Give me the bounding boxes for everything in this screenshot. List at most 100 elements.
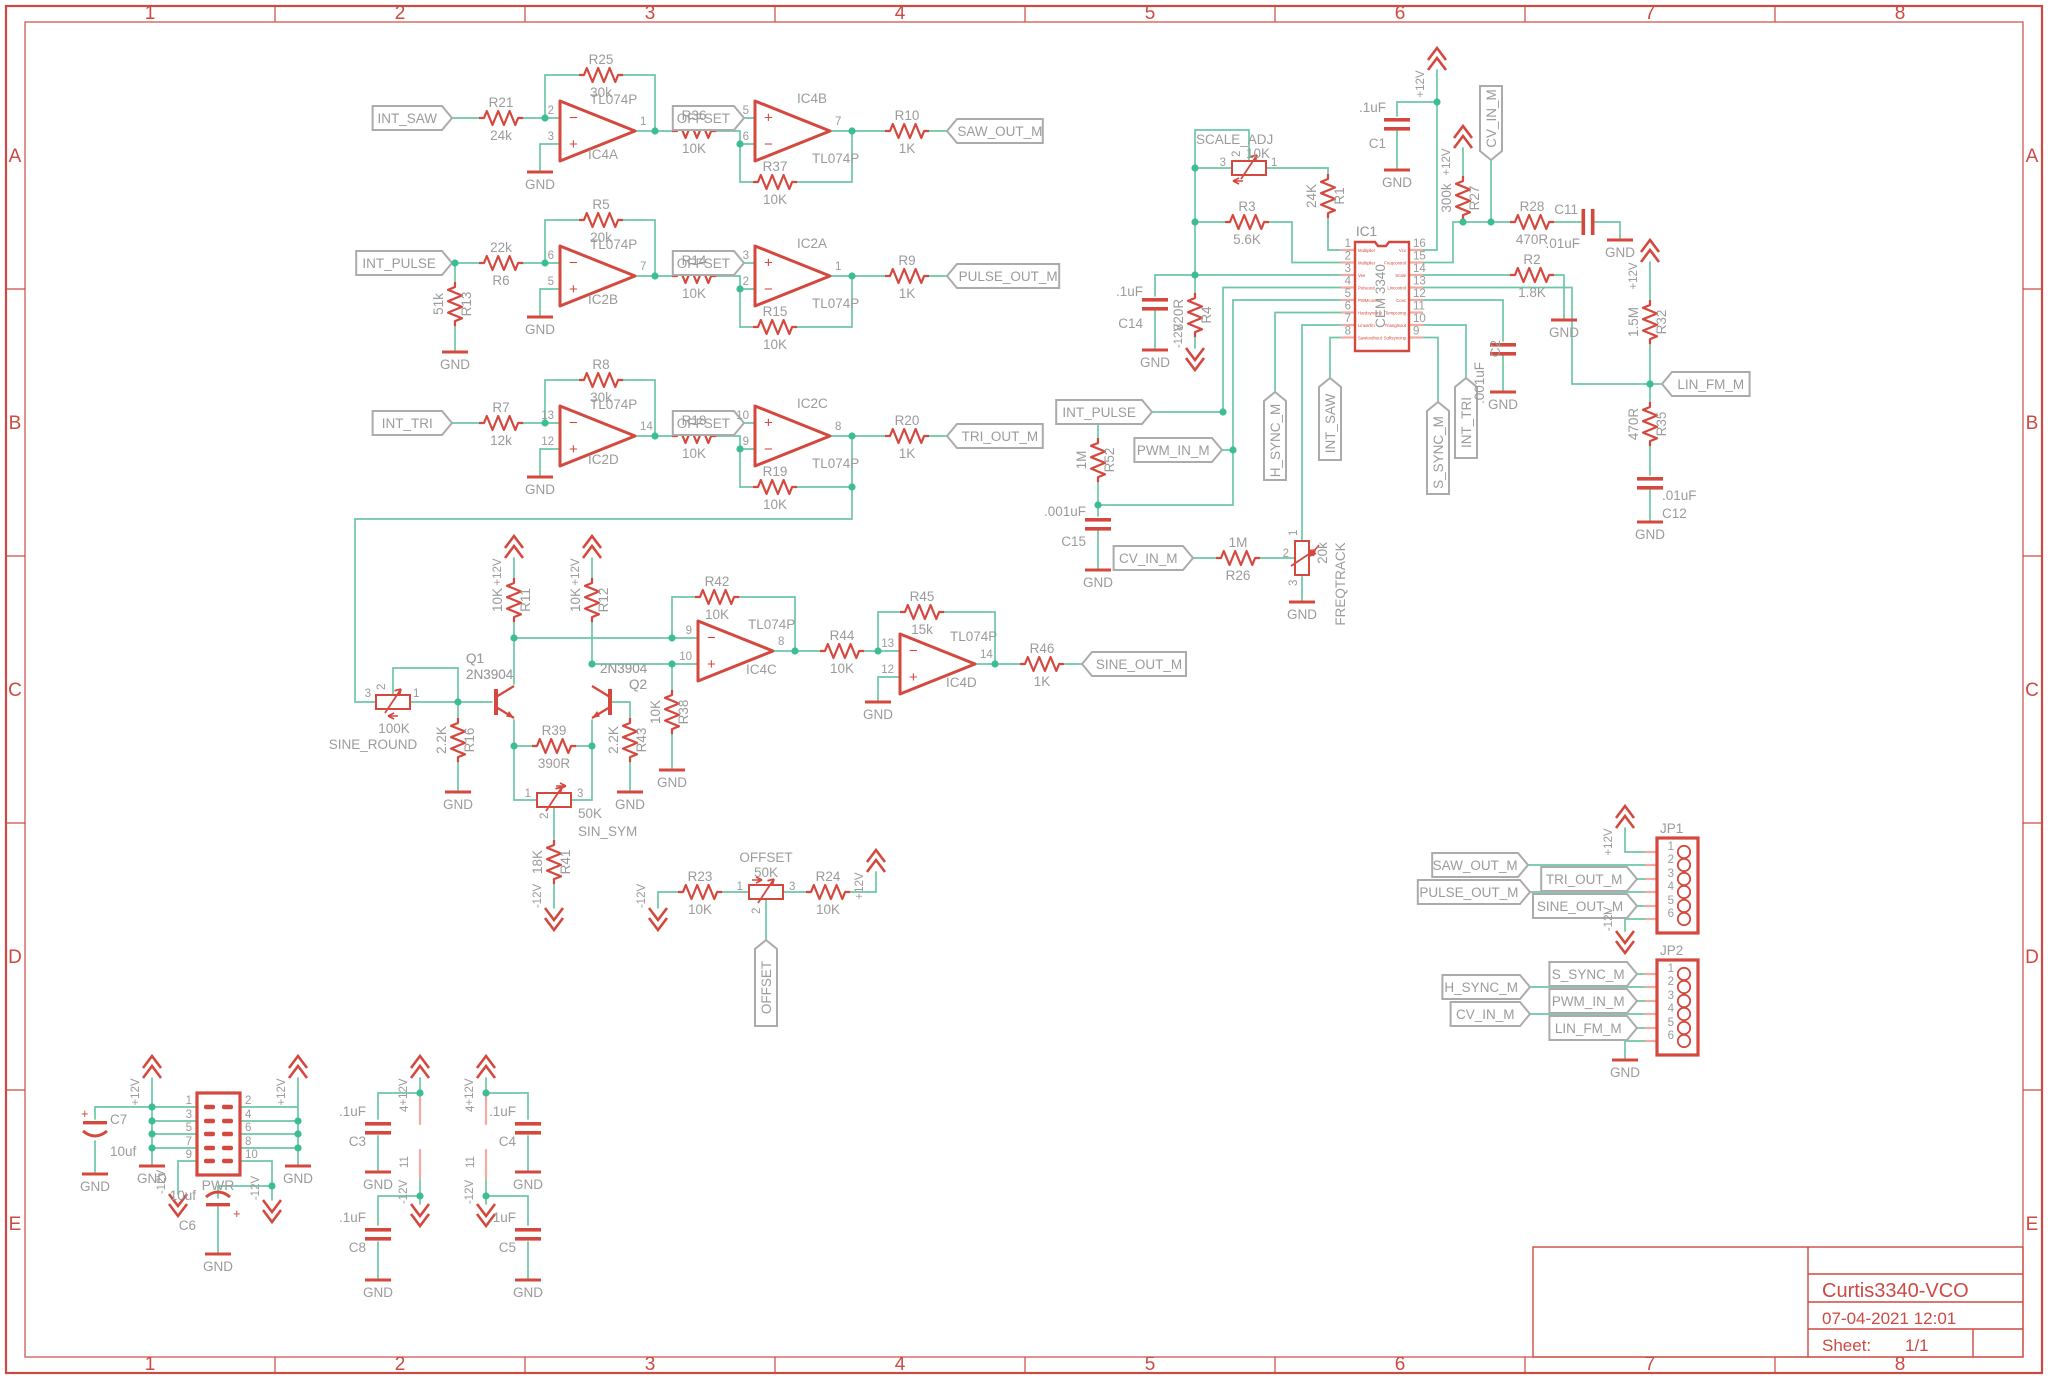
label: IC2C: [797, 396, 828, 411]
net-flag-OFFSET: [671, 410, 746, 436]
label: .1uF: [489, 1104, 516, 1119]
label: R38: [676, 700, 691, 725]
label: 7: [640, 261, 646, 273]
svg-text:+: +: [909, 669, 918, 686]
supply-minus12v: [167, 1193, 189, 1219]
wire: [1624, 918, 1658, 932]
label: OFFSET: [677, 416, 730, 431]
wire: [544, 379, 580, 424]
junction-dot: [668, 634, 676, 642]
wire: [354, 486, 853, 703]
label: 10K: [688, 902, 712, 917]
net-flag-CV_IN_M: [1449, 1001, 1532, 1027]
label: -12V: [1173, 324, 1185, 349]
label: 3: [186, 1109, 192, 1121]
junction-dot: [848, 127, 856, 135]
wire: [1232, 299, 1342, 451]
capacitor-C15: [1085, 518, 1111, 531]
wire: [1097, 449, 1234, 506]
opamp-IC2B: −+: [558, 244, 637, 308]
net-flag-CV_IN_M: [1112, 545, 1195, 571]
label: 1: [525, 788, 531, 800]
resistor-R4: [1186, 293, 1204, 338]
svg-text:7: 7: [1645, 3, 1656, 24]
label: R13: [459, 292, 474, 317]
supply-plus12v: [287, 1053, 309, 1079]
label: TL074P: [748, 617, 795, 632]
junction-dot: [416, 1192, 424, 1200]
label: IC2A: [797, 236, 827, 251]
junction-dot: [991, 660, 999, 668]
wire: [1194, 129, 1250, 169]
wire: [738, 596, 796, 652]
label: 390R: [538, 756, 571, 771]
svg-text:−: −: [569, 110, 578, 127]
label: OFFSET: [677, 111, 730, 126]
junction-dot: [588, 742, 596, 750]
label: +12V: [276, 1078, 288, 1106]
supply-minus12v: [1614, 930, 1636, 956]
title-block-title: Curtis3340-VCO: [1822, 1280, 1969, 1302]
label: 2: [548, 105, 554, 117]
label: 4: [1345, 276, 1352, 288]
capacitor-C8: [365, 1228, 391, 1241]
resistor-R46: [1020, 655, 1065, 673]
label: 12: [881, 664, 894, 676]
net-flag-TRI_OUT_M: [1540, 866, 1639, 892]
junction-dot: [736, 285, 744, 293]
label: S_SYNC_M: [1552, 967, 1625, 982]
junction-dot: [268, 1182, 276, 1190]
label: C1: [1369, 136, 1386, 151]
svg-text:E: E: [2026, 1214, 2039, 1235]
label: IC4A: [588, 147, 618, 162]
label: R42: [705, 574, 730, 589]
label: 2: [751, 908, 763, 914]
label: 3: [743, 250, 749, 262]
label: 10: [736, 410, 749, 422]
label: 3: [365, 688, 371, 700]
capacitor-C4: [515, 1122, 541, 1135]
label: R7: [492, 400, 509, 415]
label: 2N3904: [600, 661, 648, 676]
svg-text:B: B: [2026, 413, 2039, 434]
label: .1uF: [339, 1210, 366, 1225]
label: R35: [1654, 412, 1669, 437]
label: INT_SAW: [378, 111, 438, 126]
label: 14: [1413, 263, 1426, 275]
label: +12V: [1603, 828, 1615, 856]
wire: [1422, 69, 1438, 251]
label: GND: [1605, 245, 1635, 260]
label: R11: [518, 588, 533, 612]
label: 6: [1668, 1030, 1674, 1042]
label: C2: [1488, 340, 1503, 357]
wire: [544, 219, 580, 264]
label: 50K: [578, 806, 602, 821]
label: TL074P: [812, 296, 859, 311]
label: R52: [1102, 448, 1117, 473]
label: 22k: [490, 240, 512, 255]
label: INT_TRI: [382, 416, 433, 431]
svg-text:7: 7: [1645, 1354, 1656, 1375]
resistor-R28: [1510, 213, 1555, 231]
label: R8: [592, 357, 609, 372]
svg-text:6: 6: [1395, 3, 1406, 24]
label: 3: [548, 131, 554, 143]
label: TRI_OUT_M: [962, 429, 1039, 444]
svg-text:4: 4: [895, 1354, 906, 1375]
label: SINE_OUT_M: [1096, 657, 1182, 672]
label: C11: [1554, 202, 1578, 217]
net-flag-SINE_OUT_M: [1532, 893, 1639, 919]
svg-text:−: −: [764, 136, 773, 153]
label: GND: [615, 797, 645, 812]
wiper-arrow-icon: [1232, 177, 1243, 185]
label: LIN_FM_M: [1677, 377, 1744, 392]
label: 2N3904: [466, 667, 514, 682]
opamp-IC4D: −+: [898, 632, 977, 696]
label: 30k: [590, 85, 612, 100]
opamp-IC2A: +−: [753, 244, 832, 308]
wire: [622, 379, 656, 437]
label: R27: [1467, 186, 1482, 211]
net-flag-CV_IN_M: [1479, 85, 1503, 162]
label: 14: [640, 421, 653, 433]
